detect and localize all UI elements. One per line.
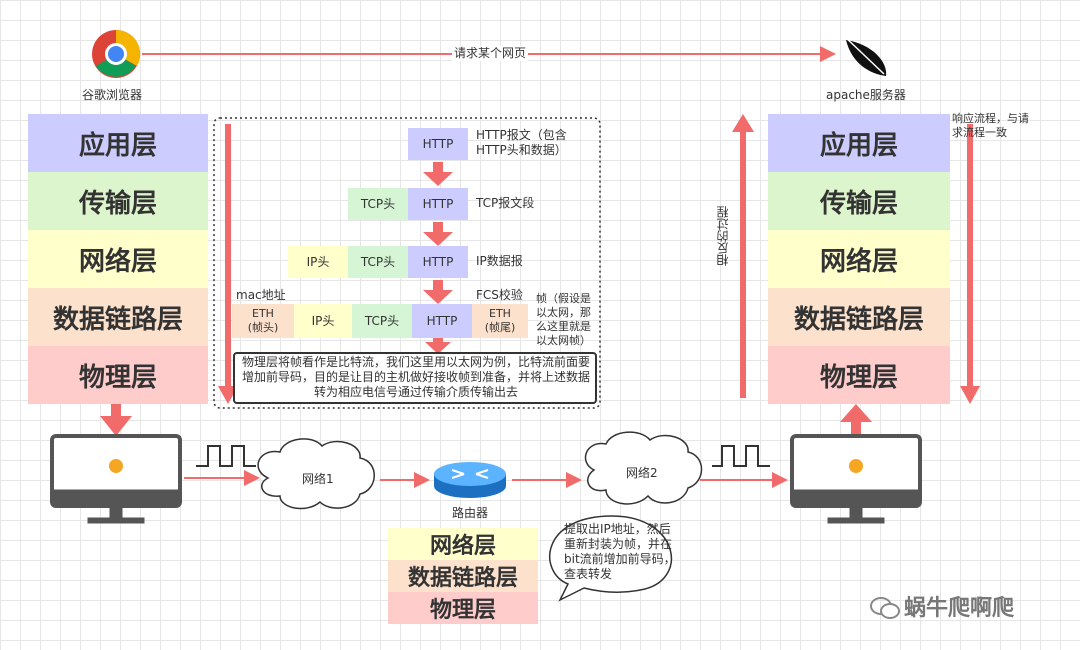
router-speech-bubble [549,515,673,602]
cloud-1-icon [257,438,375,510]
cloud-2-icon [584,431,703,505]
router-icon [434,462,506,498]
right-layer-application: 应用层 [768,114,950,172]
fcs-label: FCS校验 [476,288,523,302]
router-layer-network: 网络层 [388,528,538,560]
pkt-http-2: HTTP [408,188,468,220]
pkt-http-1: HTTP [408,128,468,160]
reverse-note: 相反的过程 [716,206,730,266]
router-label: 路由器 [452,506,489,520]
router-layer-datalink: 数据链路层 [388,560,538,592]
right-layer-network: 网络层 [768,230,950,288]
signal-wave-right [712,445,770,467]
response-note: 响应流程，与请求流程一致 [952,112,1029,139]
pkt-eth-tail: ETH (帧尾) [472,304,528,338]
router-bubble-text: 提取出IP地址，然后重新封装为帧，并在bit流前增加前导码，查表转发 [564,522,676,581]
frame-note: 帧（假设是以太网，那么这里就是以太网帧） [536,292,591,347]
pkt-tcp-2: TCP头 [348,188,408,220]
encapsulation-box [213,117,601,409]
apache-feather-icon [841,33,887,76]
right-layer-datalink: 数据链路层 [768,288,950,346]
computer-right-icon [790,434,922,524]
pkt-eth-head: ETH (帧头) [232,304,294,338]
left-layer-physical: 物理层 [28,346,208,404]
ip-desc: IP数据报 [476,254,523,268]
cloud-2-label: 网络2 [626,466,658,480]
right-layer-physical: 物理层 [768,346,950,404]
left-layer-datalink: 数据链路层 [28,288,208,346]
right-layer-transport: 传输层 [768,172,950,230]
pkt-ip-4: IP头 [294,304,352,338]
left-layer-transport: 传输层 [28,172,208,230]
left-layer-network: 网络层 [28,230,208,288]
router-layer-physical: 物理层 [388,592,538,624]
signal-wave-left [196,445,256,467]
physical-note: 物理层将帧看作是比特流，我们这里用以太网为例，比特流前面要增加前导码，目的是让目… [241,355,590,399]
pkt-ip-3: IP头 [288,246,348,278]
pkt-tcp-3: TCP头 [348,246,408,278]
pkt-http-3: HTTP [408,246,468,278]
request-label: 请求某个网页 [452,46,529,61]
tcp-desc: TCP报文段 [476,196,535,210]
pkt-http-4: HTTP [412,304,472,338]
watermark: 蜗牛爬啊爬 [870,590,1014,622]
watermark-text: 蜗牛爬啊爬 [904,596,1015,621]
mac-label: mac地址 [236,288,286,302]
cloud-1-label: 网络1 [302,472,334,486]
computer-left-icon [50,434,182,524]
wechat-icon [870,595,900,619]
chrome-icon [92,29,141,78]
left-layer-application: 应用层 [28,114,208,172]
pkt-tcp-4: TCP头 [352,304,412,338]
server-label: apache服务器 [826,88,906,102]
browser-label: 谷歌浏览器 [82,88,143,102]
http-desc: HTTP报文（包含HTTP头和数据） [476,128,567,157]
